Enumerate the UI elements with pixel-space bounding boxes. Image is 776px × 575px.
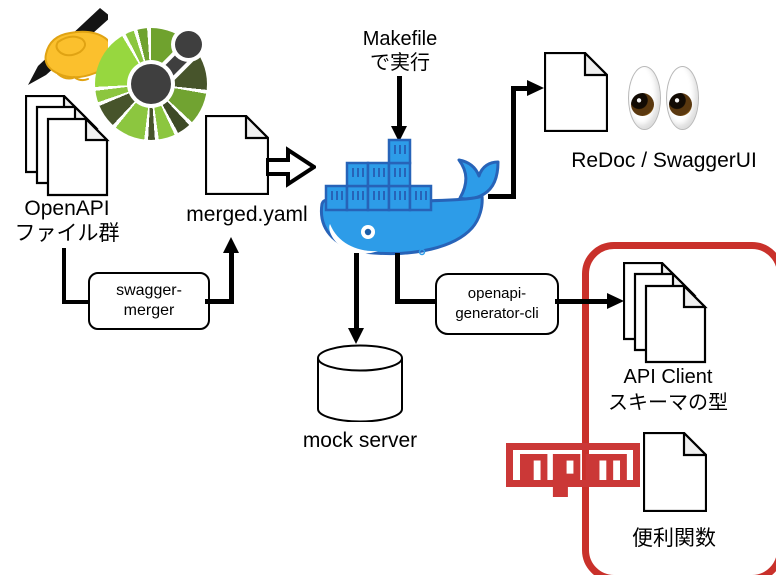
merger-to-yaml-line-v (229, 252, 234, 304)
docker-to-gen-line-v (395, 253, 400, 303)
docker-whale-logo (319, 138, 500, 256)
api-client-doc-stack (623, 262, 708, 364)
writing-hand-emoji (28, 8, 108, 85)
eye-right (666, 66, 699, 130)
openapi-logo-knob (175, 31, 202, 58)
files-to-merger-line-h (62, 300, 90, 304)
swagger-merger-box: swagger- merger (88, 272, 210, 330)
npm-logo (506, 443, 640, 497)
files-to-merger-line-v (62, 248, 66, 304)
mock-server-label: mock server (302, 429, 418, 452)
merged-yaml-arrowhead (223, 237, 239, 253)
database-cylinder-icon (317, 344, 403, 422)
redoc-label: ReDoc / SwaggerUI (571, 149, 757, 172)
api-client-arrowhead (607, 293, 624, 309)
openapi-logo (95, 28, 207, 140)
makefile-arrowhead (391, 126, 407, 142)
api-client-label: API Client スキーマの型 (608, 366, 728, 414)
docker-to-redoc-line-v (511, 86, 516, 199)
mock-arrowhead (348, 328, 364, 344)
npm-outputs-highlight-box (582, 242, 776, 575)
docker-to-redoc-line-h2 (511, 86, 530, 91)
docker-to-redoc-line-h1 (488, 194, 516, 199)
utility-functions-label: 便利関数 (632, 527, 716, 550)
makefile-arrow-line (397, 76, 402, 126)
openapi-generator-box: openapi- generator-cli (435, 273, 559, 335)
openapi-files-doc-stack (25, 95, 110, 197)
merge-to-docker-arrow (266, 146, 316, 188)
eye-left-iris (631, 93, 654, 116)
eyes-emoji (628, 66, 706, 130)
makefile-note: Makefile で実行 (362, 28, 438, 74)
utility-functions-doc (643, 432, 707, 512)
eye-right-iris (669, 93, 692, 116)
docker-to-gen-line-h (395, 299, 435, 304)
eye-left (628, 66, 661, 130)
merged-yaml-doc (205, 115, 269, 195)
openapi-files-label: OpenAPI ファイル群 (14, 197, 120, 245)
openapi-logo-hub (131, 64, 171, 104)
gen-to-client-line (555, 299, 607, 304)
merger-to-yaml-line-h (205, 299, 234, 304)
merged-yaml-label: merged.yaml (186, 203, 308, 226)
redoc-arrowhead (527, 80, 544, 96)
docker-to-mock-line (354, 253, 359, 329)
redoc-doc (544, 52, 608, 132)
